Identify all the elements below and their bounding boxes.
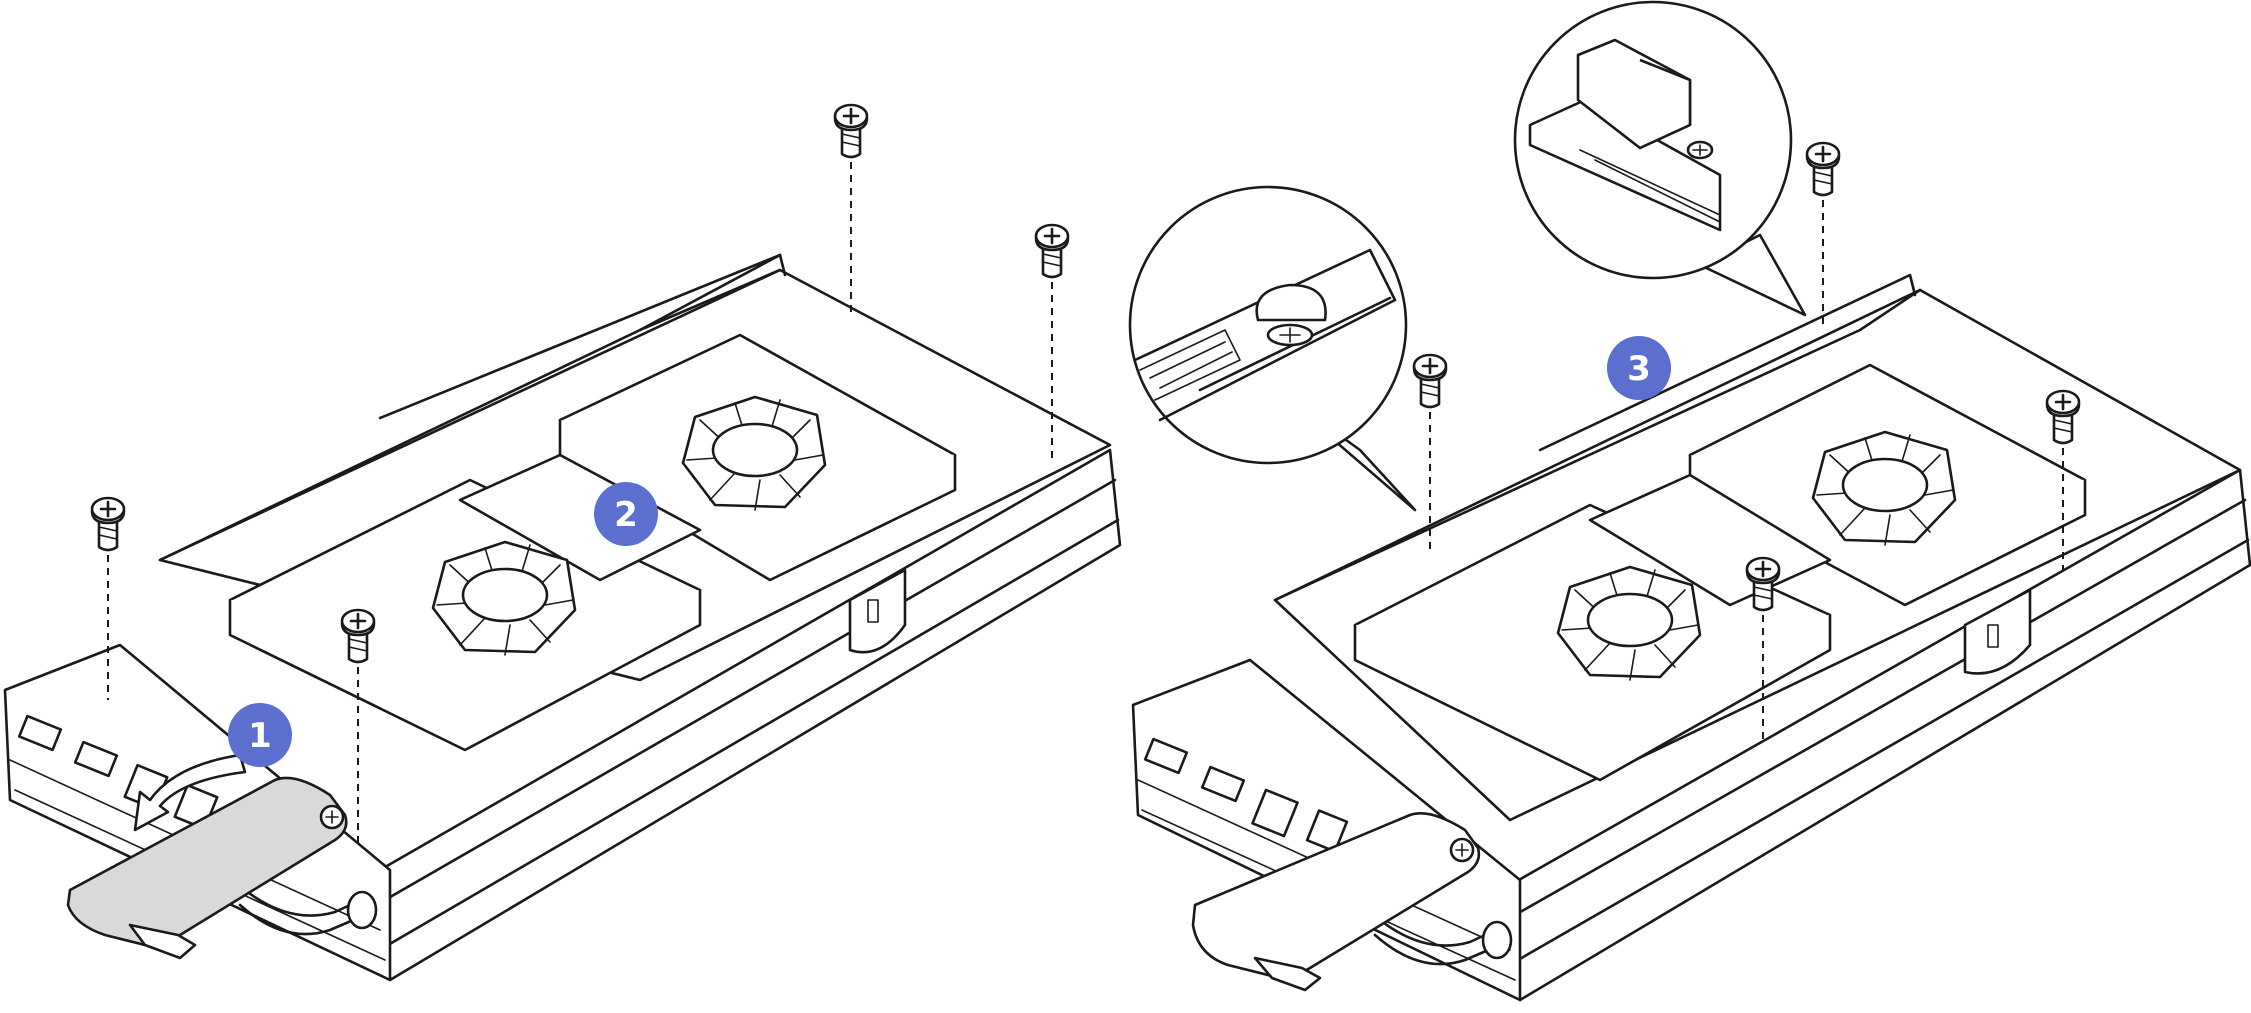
- screw-icon: [1805, 141, 1841, 197]
- callout-badge-circle: [228, 703, 292, 767]
- screw-icon: [833, 103, 869, 159]
- callout-number: 3: [1627, 349, 1651, 389]
- callout-badge-2: 2: [594, 482, 658, 546]
- callout-badge-circle: [1607, 336, 1671, 400]
- callout-number: 2: [614, 495, 638, 535]
- zoom-callout-left: [1128, 185, 1417, 512]
- right-assembly: [1131, 141, 2251, 1002]
- screw-icon: [1034, 223, 1070, 279]
- callout-badge-1: 1: [228, 703, 292, 767]
- screw-icon: [90, 496, 126, 552]
- callout-badge-3: 3: [1607, 336, 1671, 400]
- rotation-arrow-icon: [133, 753, 247, 832]
- callout-badge-circle: [594, 482, 658, 546]
- zoom-callout-right: [1513, 0, 1807, 317]
- screw-icon: [1412, 353, 1448, 409]
- callout-number: 1: [248, 716, 272, 756]
- left-assembly: [3, 103, 1122, 982]
